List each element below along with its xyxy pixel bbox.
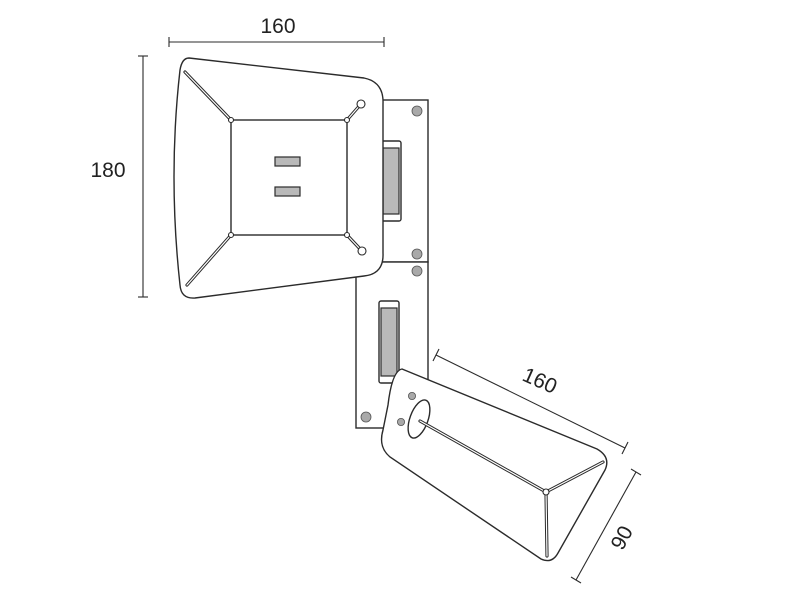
indicator-bar <box>274 156 301 167</box>
pivot-joint <box>357 246 367 256</box>
upper-slot <box>382 147 400 215</box>
pivot-ellipse <box>407 399 431 439</box>
screw-icon <box>407 391 416 400</box>
screw-icon <box>411 105 423 117</box>
screw-icon <box>411 265 423 277</box>
screw-icon <box>411 248 423 260</box>
pivot-joint <box>356 99 366 109</box>
dimension-left-height: 180 <box>90 55 148 298</box>
screw-icon <box>360 411 372 423</box>
upper-head-lens <box>230 119 348 236</box>
dimension-label-top-width: 160 <box>260 15 295 38</box>
lower-slot <box>380 307 398 377</box>
dimension-top-width: 160 <box>168 15 385 47</box>
upper-floodlight-head <box>173 57 384 299</box>
pivot-joint <box>542 488 550 496</box>
lower-head-body <box>380 368 608 562</box>
dimension-label-lower-depth: 90 <box>607 522 638 553</box>
dimension-label-left-height: 180 <box>90 159 125 182</box>
indicator-bar <box>274 186 301 197</box>
dimension-label-lower-length: 160 <box>519 363 560 398</box>
screw-icon <box>396 417 405 426</box>
lower-spotlight-head <box>380 368 608 562</box>
